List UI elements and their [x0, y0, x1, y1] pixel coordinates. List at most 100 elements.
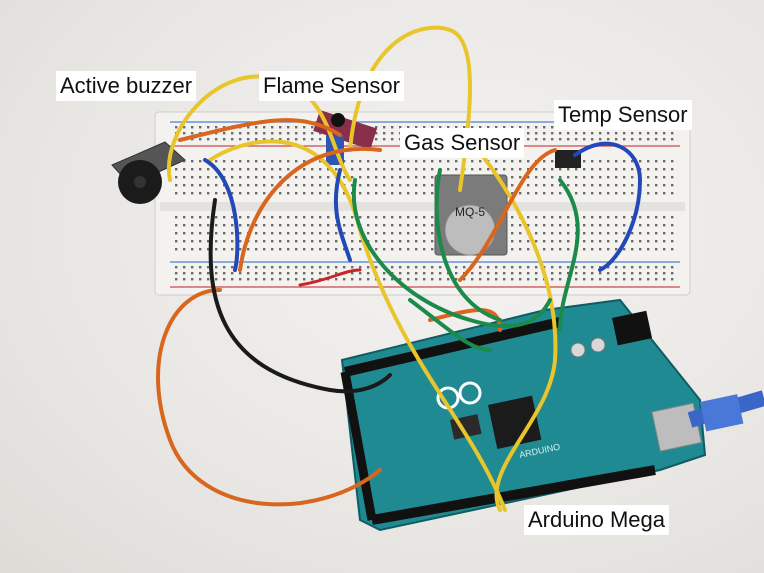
breadboard-hole	[615, 216, 618, 219]
breadboard-hole	[423, 216, 426, 219]
breadboard-hole	[647, 184, 650, 187]
breadboard-hole	[623, 224, 626, 227]
breadboard-hole	[295, 232, 298, 235]
breadboard-hole	[583, 232, 586, 235]
breadboard-hole	[623, 160, 626, 163]
breadboard-hole	[559, 138, 562, 141]
breadboard-hole	[431, 278, 434, 281]
breadboard-hole	[303, 132, 306, 135]
breadboard-hole	[599, 184, 602, 187]
breadboard-hole	[591, 216, 594, 219]
breadboard-hole	[535, 168, 538, 171]
breadboard-hole	[263, 224, 266, 227]
breadboard-hole	[271, 168, 274, 171]
breadboard-hole	[407, 184, 410, 187]
breadboard-hole	[295, 272, 298, 275]
breadboard-hole	[207, 192, 210, 195]
breadboard-hole	[439, 160, 442, 163]
breadboard-hole	[663, 272, 666, 275]
breadboard-hole	[351, 168, 354, 171]
breadboard-hole	[191, 232, 194, 235]
breadboard-hole	[327, 248, 330, 251]
breadboard-hole	[191, 266, 194, 269]
breadboard-hole	[255, 266, 258, 269]
breadboard-hole	[247, 272, 250, 275]
breadboard-hole	[535, 232, 538, 235]
breadboard-hole	[671, 224, 674, 227]
breadboard-hole	[559, 278, 562, 281]
breadboard-hole	[295, 132, 298, 135]
breadboard-hole	[559, 232, 562, 235]
breadboard-hole	[359, 160, 362, 163]
breadboard-hole	[311, 216, 314, 219]
breadboard-hole	[463, 126, 466, 129]
breadboard-hole	[367, 278, 370, 281]
breadboard-hole	[615, 138, 618, 141]
breadboard-hole	[391, 240, 394, 243]
breadboard-hole	[671, 272, 674, 275]
breadboard-hole	[311, 126, 314, 129]
breadboard-hole	[615, 176, 618, 179]
breadboard-hole	[591, 248, 594, 251]
breadboard-hole	[239, 138, 242, 141]
breadboard-hole	[303, 160, 306, 163]
breadboard-hole	[407, 126, 410, 129]
breadboard-hole	[199, 184, 202, 187]
breadboard-hole	[535, 132, 538, 135]
breadboard-hole	[367, 272, 370, 275]
breadboard-hole	[359, 266, 362, 269]
breadboard-hole	[671, 240, 674, 243]
breadboard-hole	[351, 184, 354, 187]
breadboard-hole	[479, 168, 482, 171]
breadboard-hole	[391, 138, 394, 141]
breadboard-hole	[495, 272, 498, 275]
breadboard-hole	[303, 272, 306, 275]
breadboard-hole	[399, 192, 402, 195]
breadboard-hole	[655, 266, 658, 269]
breadboard-hole	[399, 176, 402, 179]
breadboard-hole	[583, 168, 586, 171]
breadboard-hole	[663, 168, 666, 171]
breadboard-hole	[383, 184, 386, 187]
breadboard-hole	[303, 184, 306, 187]
breadboard-hole	[215, 192, 218, 195]
breadboard-hole	[255, 272, 258, 275]
breadboard-hole	[439, 266, 442, 269]
breadboard-hole	[215, 132, 218, 135]
breadboard-hole	[263, 132, 266, 135]
breadboard-hole	[399, 248, 402, 251]
breadboard-hole	[271, 240, 274, 243]
breadboard-hole	[479, 272, 482, 275]
breadboard-hole	[663, 232, 666, 235]
breadboard-hole	[375, 176, 378, 179]
breadboard-hole	[279, 224, 282, 227]
breadboard-hole	[287, 248, 290, 251]
breadboard-hole	[575, 132, 578, 135]
breadboard-hole	[183, 176, 186, 179]
breadboard-hole	[183, 278, 186, 281]
breadboard-hole	[647, 266, 650, 269]
breadboard-hole	[319, 176, 322, 179]
breadboard-hole	[455, 168, 458, 171]
breadboard-hole	[295, 192, 298, 195]
breadboard-hole	[279, 176, 282, 179]
breadboard-hole	[231, 278, 234, 281]
breadboard-hole	[311, 168, 314, 171]
breadboard-hole	[215, 224, 218, 227]
breadboard-hole	[175, 216, 178, 219]
breadboard-hole	[567, 272, 570, 275]
breadboard-hole	[583, 216, 586, 219]
breadboard-hole	[495, 168, 498, 171]
breadboard-hole	[623, 272, 626, 275]
breadboard-hole	[519, 240, 522, 243]
breadboard-hole	[287, 168, 290, 171]
breadboard-hole	[391, 176, 394, 179]
breadboard-hole	[487, 126, 490, 129]
breadboard-hole	[583, 240, 586, 243]
breadboard-hole	[519, 224, 522, 227]
breadboard-hole	[191, 240, 194, 243]
breadboard-hole	[639, 132, 642, 135]
breadboard-hole	[615, 168, 618, 171]
breadboard-hole	[535, 176, 538, 179]
breadboard-hole	[479, 160, 482, 163]
